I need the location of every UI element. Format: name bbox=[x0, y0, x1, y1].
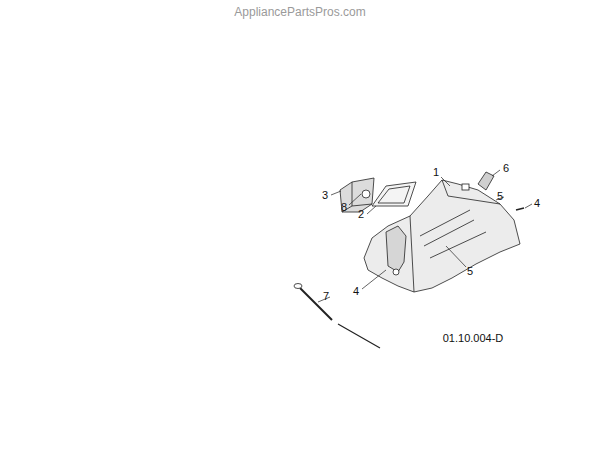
cable-end-2 bbox=[338, 324, 380, 348]
air-filter bbox=[340, 178, 374, 212]
cable-end bbox=[294, 284, 302, 289]
filter-knob bbox=[362, 190, 370, 198]
callout-number: 6 bbox=[503, 163, 509, 174]
watermark: AppliancePartsPros.com bbox=[234, 6, 365, 18]
callout-number: 5 bbox=[467, 266, 473, 277]
callout-number: 1 bbox=[433, 167, 439, 178]
filter-cover bbox=[372, 182, 416, 206]
figure-code: 01.10.004-D bbox=[443, 333, 504, 344]
callout-number: 8 bbox=[341, 202, 347, 213]
cable bbox=[300, 288, 332, 320]
small-part bbox=[478, 172, 494, 190]
callout-number: 4 bbox=[534, 198, 540, 209]
callout-number: 4 bbox=[353, 286, 359, 297]
cover-square bbox=[462, 184, 469, 190]
cover-detail bbox=[386, 226, 406, 272]
filter-cover-inner bbox=[378, 186, 410, 203]
screw bbox=[516, 208, 524, 210]
callout-number: 5 bbox=[497, 191, 503, 202]
cover-hole bbox=[393, 269, 399, 275]
cover-slot bbox=[420, 210, 486, 258]
leader-lines bbox=[318, 170, 532, 302]
callout-number: 3 bbox=[322, 190, 328, 201]
callout-number: 2 bbox=[358, 209, 364, 220]
engine-cover bbox=[364, 180, 520, 292]
cover-edge bbox=[410, 180, 500, 292]
callout-number: 7 bbox=[323, 291, 329, 302]
